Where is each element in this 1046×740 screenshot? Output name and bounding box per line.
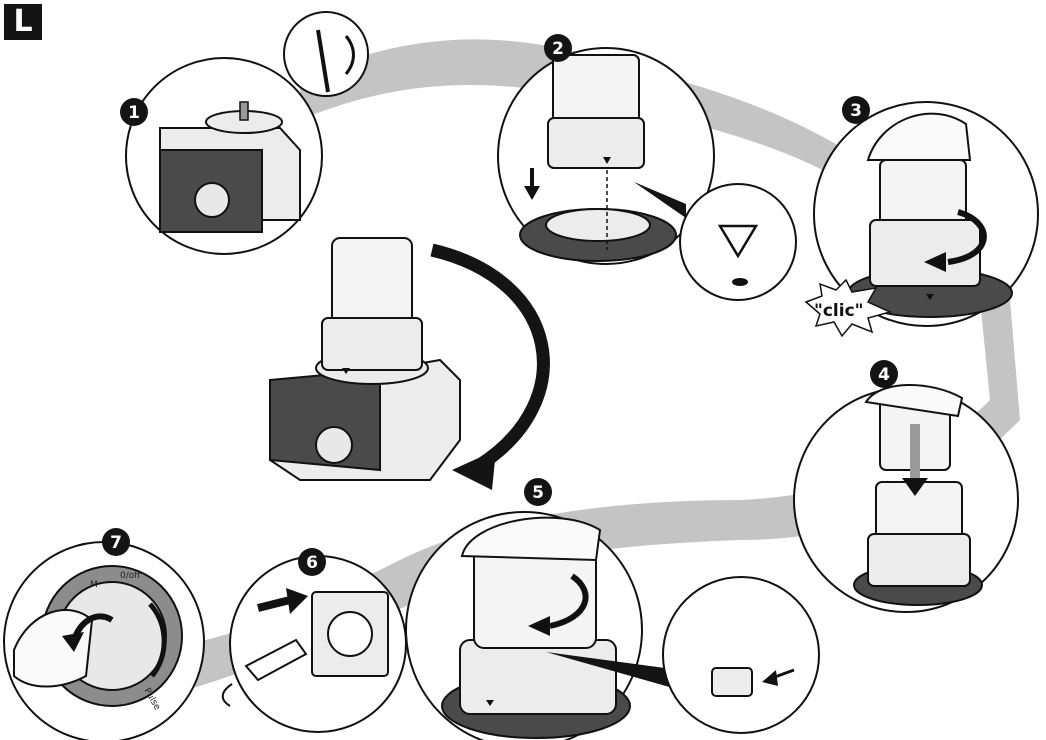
blade-unit — [868, 534, 970, 586]
control-knob — [316, 427, 352, 463]
step-4-panel: 4 — [794, 360, 1018, 612]
step-6-number: 6 — [306, 553, 318, 573]
step-1-number: 1 — [128, 103, 140, 123]
power-cord — [223, 684, 232, 706]
step-7-number: 7 — [110, 533, 122, 553]
blender-jar — [880, 160, 966, 226]
dial-label-m: M — [90, 580, 98, 590]
blade-unit — [460, 640, 616, 714]
step-5-number: 5 — [532, 483, 544, 503]
step-1-panel: 1 — [120, 12, 368, 254]
base-dot-marker — [732, 278, 748, 286]
base-coupling — [546, 209, 650, 241]
step-7-panel: M 0/off Pulse 7 — [4, 528, 204, 740]
lock-tab-detail — [712, 668, 752, 696]
socket-face — [328, 612, 372, 656]
blender-jar — [474, 548, 596, 648]
assembled-appliance — [270, 238, 460, 480]
step-3-number: 3 — [850, 101, 862, 121]
drive-shaft — [240, 102, 248, 120]
down-arrow-shaft — [910, 424, 920, 480]
blade-unit — [322, 318, 422, 370]
blender-jar — [332, 238, 412, 328]
step-2-number: 2 — [552, 39, 564, 59]
curved-arrow-icon — [452, 450, 496, 490]
step-3-panel: "clic" 3 — [806, 96, 1038, 336]
blender-jar — [553, 55, 639, 127]
step-2-panel: 2 — [498, 34, 796, 300]
dial-label-off: 0/off — [120, 571, 141, 581]
step-5-detail-inset — [663, 577, 819, 733]
sound-label: "clic" — [814, 301, 864, 321]
blade-unit — [548, 118, 644, 168]
step-4-number: 4 — [878, 365, 890, 385]
blade-unit — [870, 220, 980, 286]
control-knob — [195, 183, 229, 217]
